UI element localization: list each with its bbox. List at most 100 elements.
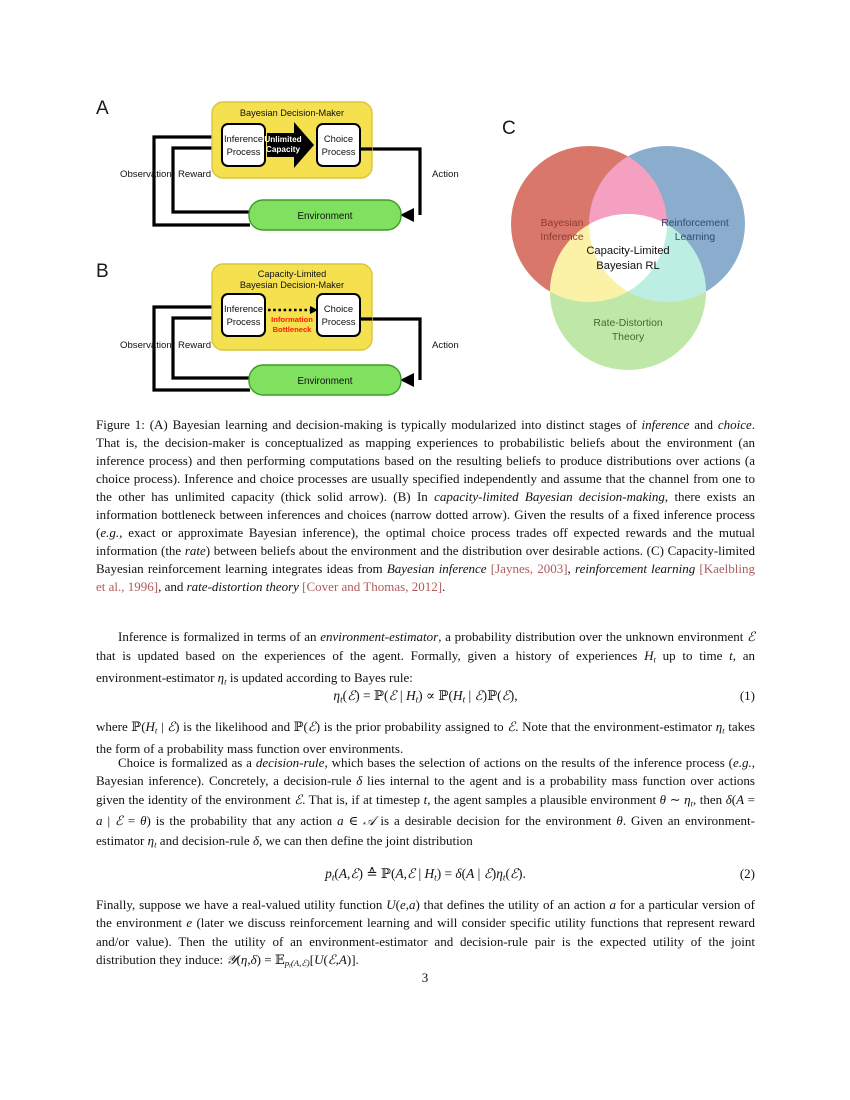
svg-text:Choice: Choice [324,133,353,144]
p4-d: (later we discuss reinforcement learning… [96,915,755,967]
math-theta-sim-eta: θ ∼ ηt [659,791,693,809]
math-script-e-3: ℰ [294,792,303,808]
svg-text:Capacity: Capacity [266,145,301,154]
p2-d: . Note that the environment-estimator [515,719,716,734]
figure-1: A Bayesian Decision-Ma [96,96,758,408]
p1-it-environment-estimator: environment-estimator [320,629,439,644]
svg-text:Observation: Observation [120,340,172,351]
caption-a1: (A) Bayesian learning and decision-makin… [144,417,642,432]
citation-kaelbling[interactable]: [Kaelbling et al., 1996] [96,561,756,595]
svg-text:Bottleneck: Bottleneck [273,325,313,334]
equation-1: ηt(ℰ) = ℙ(ℰ | Ht) ∝ ℙ(Ht | ℰ)ℙ(ℰ), (1) [96,688,755,705]
math-eta-t: ηt [217,670,227,687]
math-utility-expectation: 𝒴(η,δ) = 𝔼pt(A,ℰ)[U(ℰ,A)] [226,951,356,971]
p3-c: , Bayesian inference). Concretely, a dec… [96,755,755,789]
svg-text:Process: Process [227,146,261,157]
p3-d: lies internal to the agent and is a prob… [96,773,755,807]
p3-l: , we can then define the joint distribut… [258,832,473,848]
p4-a: Finally, suppose we have a real-valued u… [96,897,387,912]
panel-label-b: B [96,261,110,282]
p3-b: , which bases the selection of actions o… [324,755,733,770]
svg-text:Bayesian: Bayesian [541,218,584,229]
svg-text:Information: Information [271,315,313,324]
p3-e: . That is, if at timestep [302,791,424,807]
svg-text:Bayesian Decision-Maker: Bayesian Decision-Maker [240,280,344,290]
p2-b: is the likelihood and [179,719,294,734]
caption-c3: , [567,561,575,577]
svg-text:Learning: Learning [675,232,716,243]
caption-c5: , and [158,579,187,595]
panel-label-c: C [502,118,517,139]
caption-it-rate-distortion: rate-distortion theory [186,579,299,595]
math-u-e-a: U(e,a) [386,897,420,912]
math-t-2: t [423,791,428,807]
svg-text:Reward: Reward [178,169,211,180]
math-script-e: ℰ [747,630,755,645]
svg-text:Theory: Theory [612,332,645,343]
svg-text:Bayesian Decision-Maker: Bayesian Decision-Maker [240,108,344,118]
math-p-ht-e: ℙ(Ht | ℰ) [131,719,180,736]
p1-b: , a probability distribution over the un… [438,629,748,644]
p4-c: for a particular version of the environm… [96,897,755,931]
p1-a: Inference is formalized in terms of an [118,629,321,644]
svg-text:Inference: Inference [224,133,263,144]
math-eta-t-3: ηt [147,832,157,850]
venn-diagram: Bayesian Inference Reinforcement Learnin… [494,114,756,382]
caption-it-eg: e.g. [100,525,120,541]
caption-b2: , there exists an information bottleneck… [96,489,755,541]
p2-a: where [96,719,132,734]
panel-b-flow-diagram: Capacity-Limited Bayesian Decision-Maker… [118,262,478,407]
p2-c: is the prior probability assigned to [320,719,508,734]
math-theta: θ [616,813,623,829]
svg-text:Process: Process [322,316,356,327]
p3-j: . Given an environment-estimator [96,813,755,848]
p1-c: that is updated based on the experiences… [96,648,645,664]
citation-cover[interactable]: [Cover and Thomas, 2012] [302,579,443,595]
citation-jaynes[interactable]: [Jaynes, 2003] [490,561,568,577]
caption-it-capacity-limited: capacity-limited Bayesian decision-makin… [434,489,665,505]
math-delta: δ [356,773,363,789]
paragraph-utility: Finally, suppose we have a real-valued u… [96,897,755,971]
page-number: 3 [421,970,429,985]
paragraph-decision-rule: Choice is formalized as a decision-rule,… [96,754,755,853]
math-delta-2: δ [252,832,259,848]
p3-f: , the agent samples a plausible environm… [427,791,660,807]
svg-text:Unlimited: Unlimited [264,135,301,144]
equation-1-number: (1) [739,688,755,703]
svg-text:Reward: Reward [178,340,211,351]
svg-text:Environment: Environment [298,376,353,387]
caption-it-reinforcement-learning: reinforcement learning [575,561,696,577]
equation-2-expression: pt(A,ℰ) ≙ ℙ(A,ℰ | Ht) = δ(A | ℰ)ηt(ℰ). [325,866,526,883]
svg-text:Rate-Distortion: Rate-Distortion [593,318,663,329]
p1-f: is updated according to Bayes rule: [226,670,413,686]
p3-i: is a desirable decision for the environm… [375,813,617,829]
math-t: t [729,648,733,664]
caption-a3: . That is, the decision-maker is concept… [96,417,755,505]
math-script-e-2: ℰ [507,720,516,735]
p3-k: and decision-rule [156,832,253,848]
svg-text:Bayesian RL: Bayesian RL [596,260,659,272]
math-p-e: ℙ(ℰ) [293,719,321,735]
math-e: e [186,915,193,931]
p3-it-eg: e.g. [732,755,752,770]
figure-caption: Figure 1: (A) Bayesian learning and deci… [96,416,755,596]
paragraph-inference: Inference is formalized in terms of an e… [96,628,755,691]
svg-text:Capacity-Limited: Capacity-Limited [258,269,326,279]
svg-text:Observation: Observation [120,169,172,180]
caption-b3: , exact or approximate Bayesian inferenc… [96,525,755,559]
p4-b: that defines the utility of an action [419,897,610,912]
math-h-t: Ht [644,648,656,665]
p1-d: up to time [655,648,730,664]
math-delta-a-e-theta: δ(A = a | ℰ = θ) [96,791,755,830]
caption-label: Figure 1: [96,417,145,432]
p2-e: takes the form of a probability mass fun… [96,719,755,756]
caption-it-choice: choice [717,417,752,432]
equation-2-number: (2) [739,866,755,881]
equation-1-expression: ηt(ℰ) = ℙ(ℰ | Ht) ∝ ℙ(Ht | ℰ)ℙ(ℰ), [333,688,518,705]
p3-h: is the probability that any action [150,813,338,829]
svg-text:Action: Action [432,340,459,351]
caption-c7: . [442,579,446,595]
svg-text:Process: Process [322,146,356,157]
math-a: a [609,897,616,912]
